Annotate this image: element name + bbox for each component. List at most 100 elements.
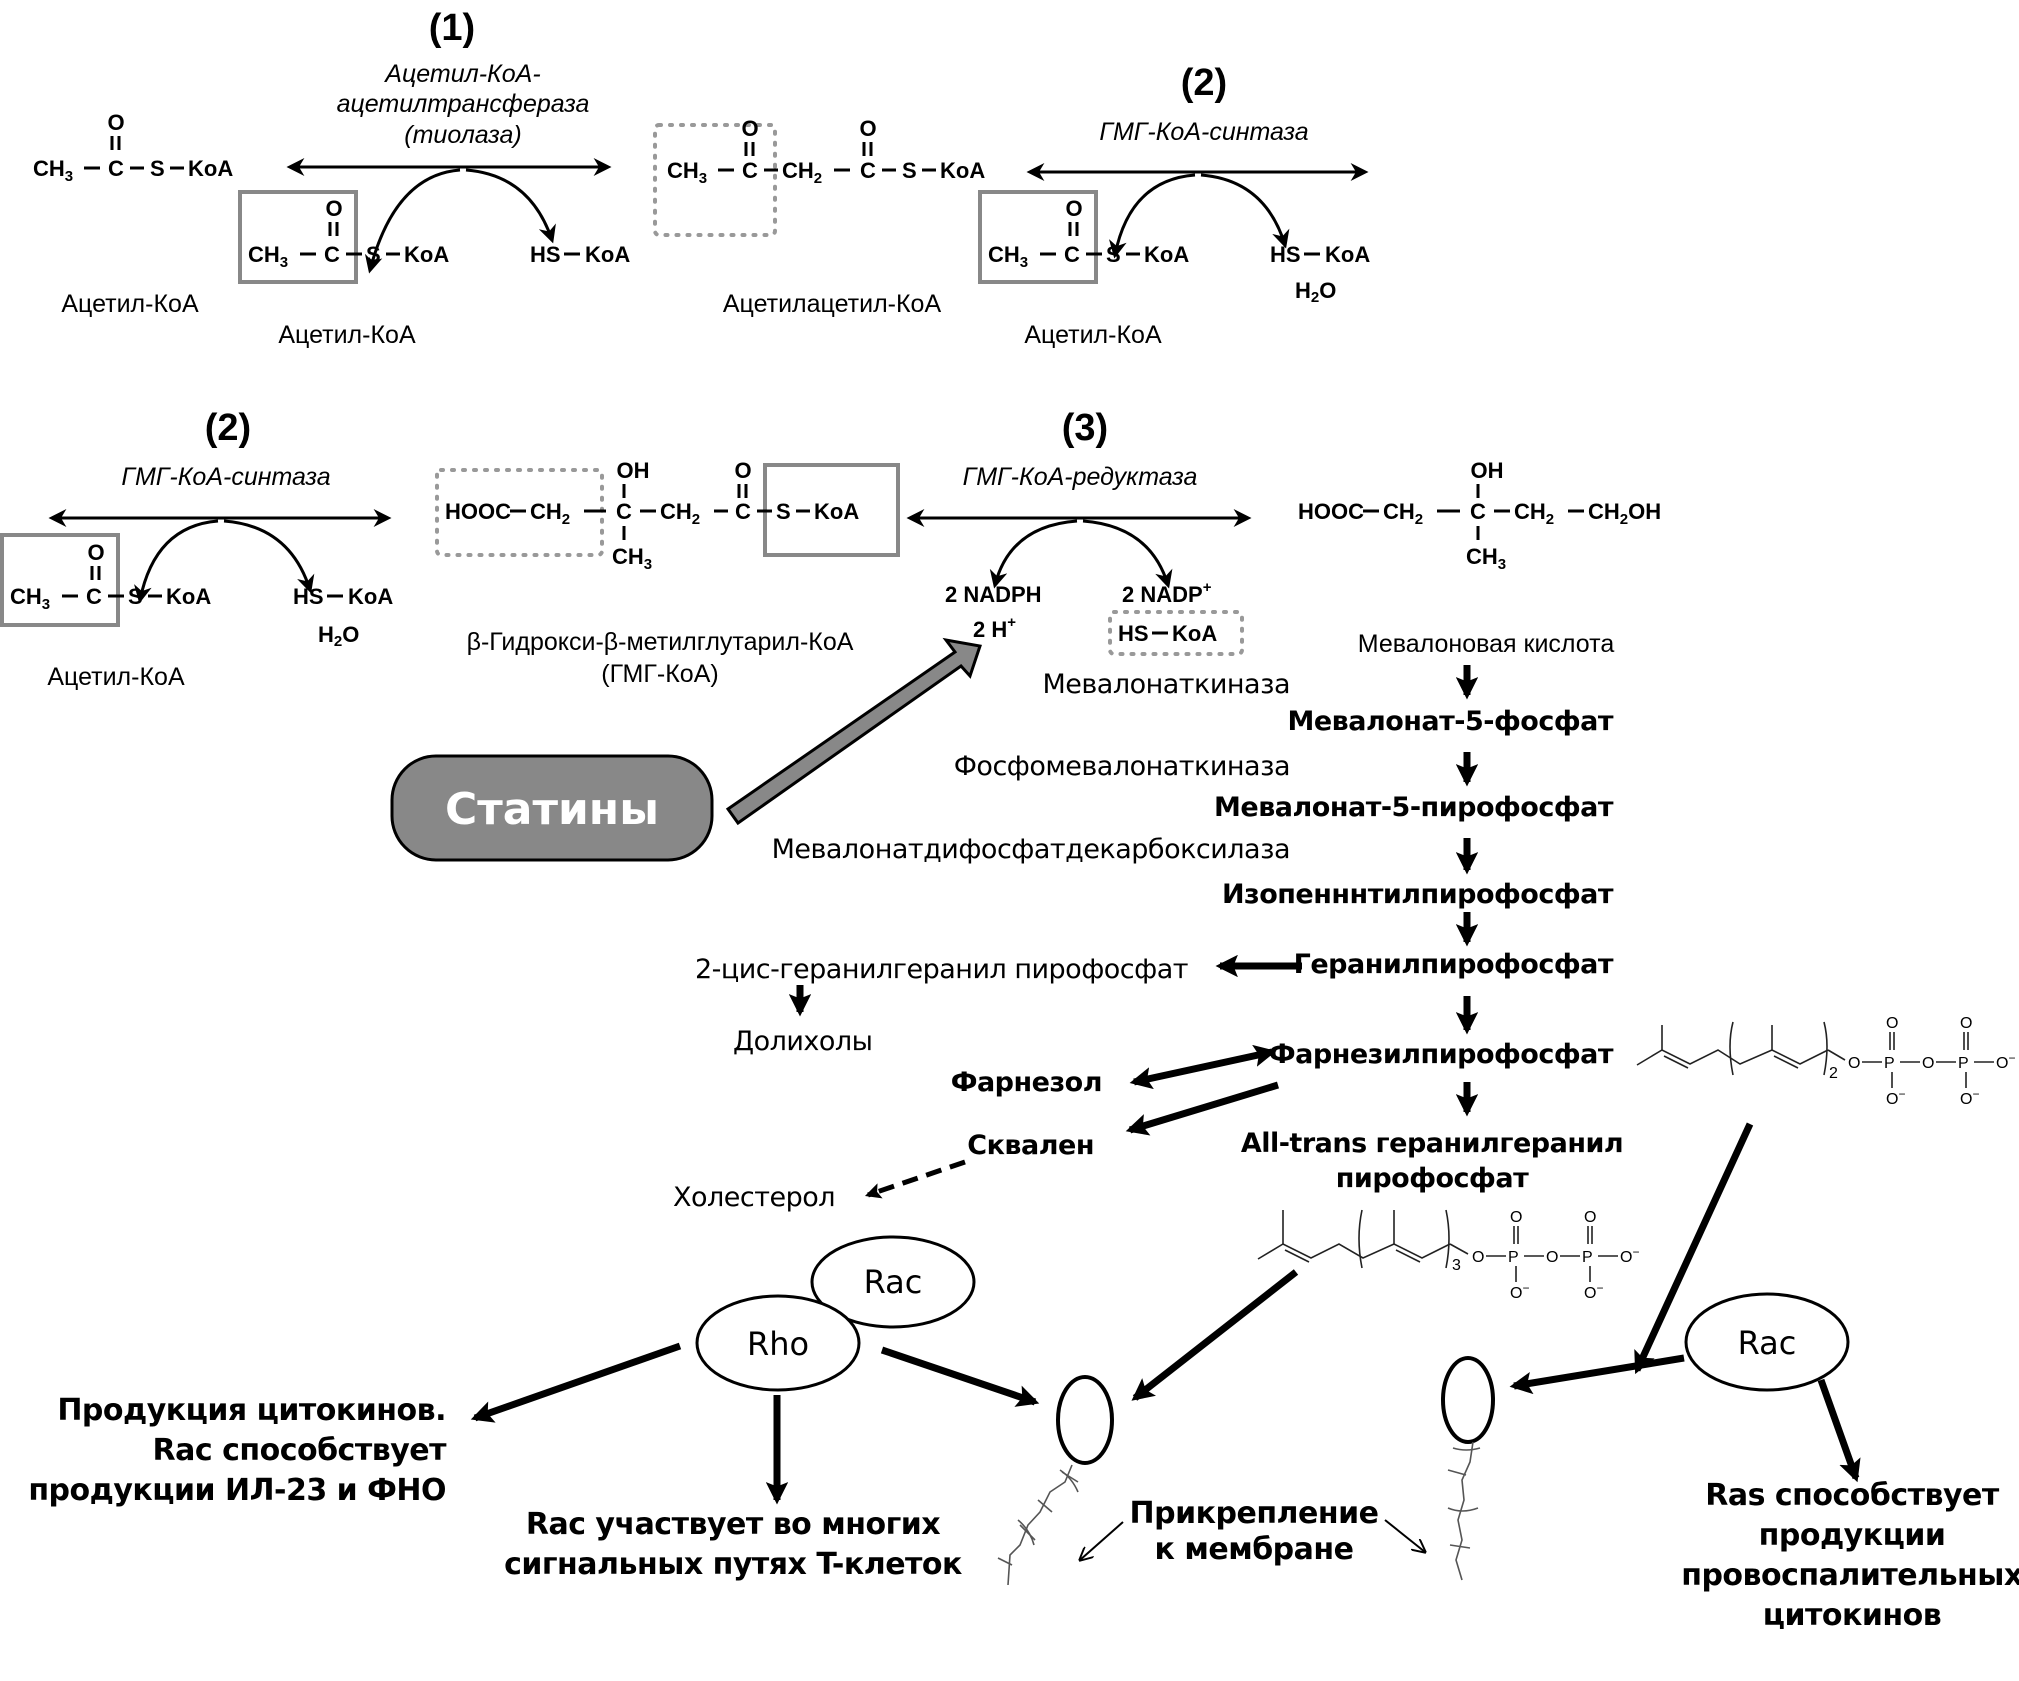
squalene: Сквален <box>967 1130 1094 1161</box>
ggpp-to-protein-arrow <box>1131 1269 1299 1401</box>
h-plus-label: 2 H+ <box>973 614 1016 642</box>
svg-text:KoA: KoA <box>814 499 859 524</box>
step-2-label-top: (2) <box>1181 62 1227 104</box>
svg-text:CH3: CH3 <box>248 242 288 271</box>
thiolase-enzyme: Ацетил-КоА- ацетилтрансфераза (тиолаза) <box>337 60 590 149</box>
svg-text:S: S <box>366 242 381 267</box>
acetyl-coa-label-4: Ацетил-КоА <box>47 663 185 691</box>
svg-text:O: O <box>107 110 124 135</box>
curved-arrow-out <box>1082 519 1173 589</box>
squalene-cholesterol-dashed-arrow <box>864 1159 966 1199</box>
svg-text:C: C <box>1470 499 1486 524</box>
svg-text:продукции ИЛ-23 и ФНО: продукции ИЛ-23 и ФНО <box>28 1473 446 1508</box>
svg-text:провоспалительных: провоспалительных <box>1681 1558 2019 1593</box>
hmg-coa-formula: OH O HOOC CH2 C CH2 C S KoA CH3 <box>445 458 859 573</box>
svg-text:2: 2 <box>1829 1065 1838 1082</box>
svg-text:O−: O− <box>1886 1087 1905 1108</box>
svg-text:O−: O− <box>1620 1245 1639 1266</box>
svg-text:продукции: продукции <box>1759 1518 1946 1553</box>
svg-text:O: O <box>1546 1249 1558 1266</box>
svg-text:KoA: KoA <box>348 584 393 609</box>
svg-text:Rho: Rho <box>747 1325 809 1363</box>
svg-text:CH2OH: CH2OH <box>1588 499 1661 528</box>
rac-to-ras-outcome-arrow <box>1817 1378 1861 1483</box>
svg-text:O−: O− <box>1960 1087 1979 1108</box>
svg-text:S: S <box>150 156 165 181</box>
svg-text:CH2: CH2 <box>1514 499 1554 528</box>
acetoacetyl-coa-formula: O O CH3 C CH2 C S KoA <box>667 116 985 187</box>
svg-text:CH2: CH2 <box>660 499 700 528</box>
svg-text:KoA: KoA <box>404 242 449 267</box>
enzyme-line: (тиолаза) <box>404 121 521 149</box>
svg-text:CH3: CH3 <box>10 584 50 613</box>
svg-text:O: O <box>1922 1055 1934 1072</box>
hmg-synthase-enzyme-mid: ГМГ-КоА-синтаза <box>121 463 330 491</box>
acetyl-box <box>0 533 120 627</box>
fpp-squalene-arrow <box>1125 1081 1280 1136</box>
nadp-label: 2 NADP+ <box>1122 579 1212 607</box>
hs-koa-2: HS KoA <box>1270 242 1370 267</box>
svg-text:Продукция цитокинов.: Продукция цитокинов. <box>57 1393 446 1428</box>
acetyl-coa-label-2: Ацетил-КоА <box>278 321 416 349</box>
ggpp-structure: 3 O P O O− O P O O− O− <box>1257 1209 1639 1302</box>
svg-text:P: P <box>1582 1249 1593 1266</box>
statins-pill: Статины <box>390 754 714 862</box>
dolichols: Долихолы <box>733 1026 873 1057</box>
all-trans-ggpp-line1: All-trans геранилгеранил <box>1241 1128 1623 1159</box>
statin-inhibition-arrow <box>725 637 982 826</box>
hs-koa-3: HS KoA <box>293 584 393 609</box>
acetyl-coa-formula-4: O CH3 C S KoA <box>10 540 211 613</box>
rac-top-node: Rac <box>810 1235 976 1329</box>
svg-text:KoA: KoA <box>585 242 630 267</box>
svg-text:KoA: KoA <box>188 156 233 181</box>
curved-arrow-in <box>989 519 1078 589</box>
svg-text:Rac участвует во многих: Rac участвует во многих <box>526 1507 940 1542</box>
svg-text:CH3: CH3 <box>988 242 1028 271</box>
step-3-label: (3) <box>1062 407 1108 449</box>
acetyl-coa-formula-3: O CH3 C S KoA <box>988 196 1189 271</box>
svg-text:HS: HS <box>293 584 324 609</box>
svg-text:KoA: KoA <box>1144 242 1189 267</box>
svg-text:C: C <box>324 242 340 267</box>
svg-text:KoA: KoA <box>940 158 985 183</box>
svg-text:C: C <box>735 499 751 524</box>
enzyme-mevalonate-kinase: Мевалонаткиназа <box>1042 669 1290 700</box>
hmg-synthase-enzyme-top: ГМГ-КоА-синтаза <box>1099 118 1308 146</box>
hs-koa-1: HS KoA <box>530 242 630 267</box>
svg-text:CH3: CH3 <box>1466 544 1506 573</box>
svg-text:O: O <box>1960 1015 1972 1032</box>
membrane-attachment-line2: к мембране <box>1155 1532 1354 1567</box>
svg-text:O−: O− <box>1584 1281 1603 1302</box>
svg-text:O: O <box>859 116 876 141</box>
svg-text:KoA: KoA <box>1172 621 1217 646</box>
svg-text:C: C <box>742 158 758 183</box>
acetyl-coa-formula-1: O CH3 C S KoA <box>33 110 233 185</box>
enzyme-line: Ацетил-КоА- <box>383 60 540 88</box>
enzyme-decarboxylase: Мевалонатдифосфатдекарбоксилаза <box>772 834 1290 865</box>
prenylated-protein-left <box>997 1375 1114 1586</box>
curved-arrow-in <box>1109 173 1196 259</box>
svg-text:O: O <box>1584 1209 1596 1226</box>
curved-arrow-in <box>134 519 219 604</box>
membrane-arrow-right <box>1384 1519 1425 1552</box>
acetoacetyl-coa-label: Ацетилацетил-КоА <box>723 290 942 318</box>
svg-text:O: O <box>1848 1055 1860 1072</box>
curved-arrow-out <box>465 168 556 244</box>
svg-text:3: 3 <box>1452 1257 1461 1274</box>
geranyl-pyrophosphate: Геранилпирофосфат <box>1294 949 1614 980</box>
svg-text:CH3: CH3 <box>33 156 73 185</box>
svg-text:Rac: Rac <box>864 1263 923 1301</box>
rac-to-membrane-arrow <box>1509 1354 1685 1395</box>
svg-text:O: O <box>1472 1249 1484 1266</box>
curved-arrow-in <box>364 168 461 274</box>
cytokine-outcome: Продукция цитокинов. Rac способствует пр… <box>28 1393 447 1508</box>
svg-text:S: S <box>128 584 143 609</box>
acetyl-box <box>238 190 358 284</box>
ras-outcome: Ras способствует продукции провоспалител… <box>1681 1478 2019 1633</box>
svg-text:C: C <box>108 156 124 181</box>
nadph-label: 2 NADPH <box>945 582 1042 607</box>
farnesol: Фарнезол <box>951 1067 1102 1098</box>
prenylated-protein-right <box>1441 1356 1495 1581</box>
rho-to-cytokines-arrow <box>470 1342 682 1423</box>
